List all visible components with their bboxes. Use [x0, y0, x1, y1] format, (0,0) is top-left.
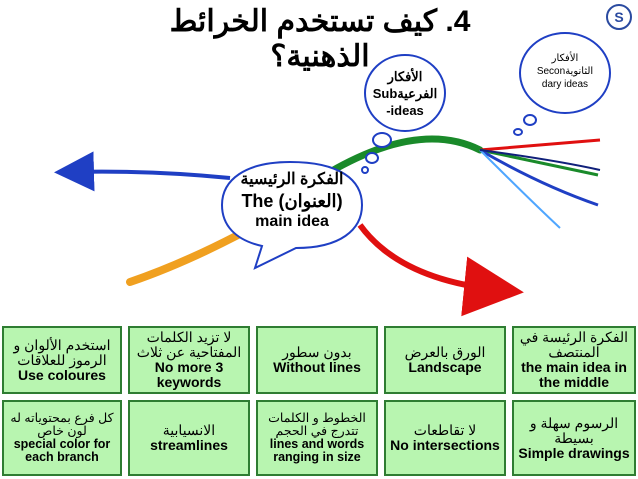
secondary-ideas-line-1: الأفكار	[551, 53, 579, 64]
branch-red	[357, 223, 524, 317]
tip-en: special color for each branch	[13, 437, 111, 464]
slide-title: 4. كيف تستخدم الخرائط الذهنية؟	[169, 5, 471, 73]
tip-ar: الرسوم سهلة و بسيطة	[529, 414, 619, 446]
tip-en: streamlines	[150, 437, 228, 453]
tip-ar: الورق بالعرض	[404, 344, 486, 360]
tip-en: Without lines	[273, 359, 361, 375]
tip-ar: الخطوط و الكلمات تتدرج في الحجم	[268, 411, 366, 438]
tip-ar: استخدم الألوان و الرموز للعلاقات	[13, 336, 111, 368]
thought-dot-1	[372, 132, 392, 148]
tip-streamlines: الانسيابية streamlines	[128, 400, 250, 476]
tip-use-colours: استخدم الألوان و الرموز للعلاقات Use col…	[2, 326, 122, 394]
tip-ar: الفكرة الرئيسة في المنتصف	[519, 329, 629, 360]
sub-ideas-bubble	[364, 54, 446, 132]
sub-ideas-line-2: Subالفرعية	[372, 86, 438, 101]
tip-simple-drawings: الرسوم سهلة و بسيطة Simple drawings	[512, 400, 636, 476]
thought-dot-5	[513, 128, 523, 136]
central-idea-en-1: The (العنوان)	[241, 191, 343, 211]
sub-ideas-text: الأفكار Subالفرعية -ideas	[368, 68, 442, 119]
branch-green	[326, 135, 484, 176]
tip-ar: لا تزيد الكلمات المفتاحية عن ثلاث	[136, 329, 242, 360]
sub-branch-blue	[479, 148, 599, 207]
tip-ranging-size: الخطوط و الكلمات تتدرج في الحجم lines an…	[256, 400, 378, 476]
tip-en: lines and words ranging in size	[269, 437, 365, 464]
thought-dot-4	[523, 114, 537, 126]
thought-dot-3	[361, 166, 369, 174]
tip-no-more-keywords: لا تزيد الكلمات المفتاحية عن ثلاث No mor…	[128, 326, 250, 394]
central-idea-ar: الفكرة الرئيسية	[240, 171, 344, 188]
tip-en: Landscape	[408, 359, 482, 375]
tip-without-lines: بدون سطور Without lines	[256, 326, 378, 394]
tip-no-intersections: لا تقاطعات No intersections	[384, 400, 506, 476]
central-bubble	[220, 160, 364, 270]
tip-en: No more 3 keywords	[154, 359, 224, 390]
secondary-ideas-line-3: dary ideas	[541, 79, 589, 90]
tip-en: Simple drawings	[518, 444, 630, 461]
central-idea: الفكرة الرئيسية The (العنوان) main idea	[222, 170, 362, 232]
tip-en: No intersections	[390, 437, 500, 453]
tip-ar: كل فرع بمحتوياته له لون خاص	[10, 411, 114, 438]
secondary-ideas-bubble	[519, 32, 611, 114]
tip-ar: بدون سطور	[282, 344, 352, 360]
secondary-ideas-line-2: Seconالثانوية	[536, 66, 594, 77]
sub-branch-red	[479, 138, 601, 152]
sub-branch-lightblue	[479, 149, 561, 229]
tip-special-color: كل فرع بمحتوياته له لون خاص special colo…	[2, 400, 122, 476]
tip-en: the main idea in the middle	[521, 359, 627, 390]
logo-icon: S	[606, 4, 632, 30]
tip-main-idea-middle: الفكرة الرئيسة في المنتصف the main idea …	[512, 326, 636, 394]
sub-ideas-line-3: -ideas	[386, 103, 424, 118]
tip-landscape: الورق بالعرض Landscape	[384, 326, 506, 394]
branch-orange	[126, 231, 242, 286]
thought-dot-2	[365, 152, 379, 164]
tip-en: Use coloures	[18, 366, 106, 383]
sub-ideas-line-1: الأفكار	[387, 69, 423, 84]
tip-ar: لا تقاطعات	[413, 422, 477, 438]
secondary-ideas-text: الأفكار Seconالثانوية dary ideas	[528, 52, 602, 91]
tip-ar: الانسيابية	[162, 422, 216, 438]
sub-branch-darkblue	[479, 149, 601, 171]
sub-branch-green	[479, 148, 599, 177]
central-idea-en-2: main idea	[255, 213, 329, 230]
branch-blue	[54, 151, 231, 192]
